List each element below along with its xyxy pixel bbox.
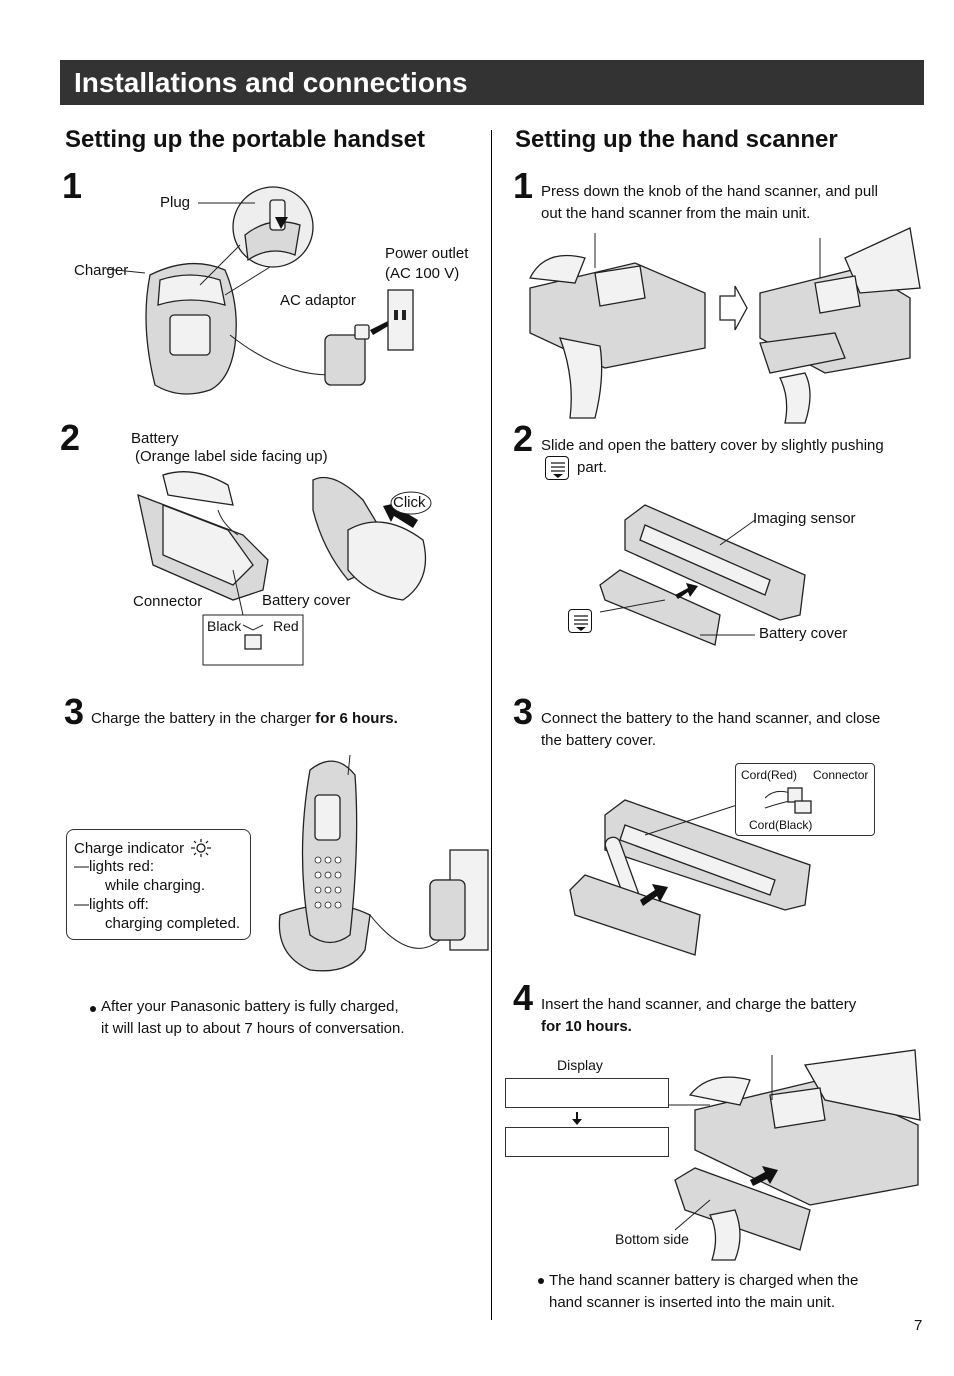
- ac-adaptor-label: AC adaptor: [280, 292, 356, 309]
- column-divider: [491, 130, 492, 1320]
- right-note-line1: The hand scanner battery is charged when…: [549, 1272, 859, 1289]
- battery-install-illustration: [137, 471, 432, 666]
- right-step4-line2: for 10 hours.: [541, 1018, 632, 1035]
- right-step2-number: 2: [513, 418, 534, 459]
- display-box-before: [505, 1078, 669, 1108]
- plug-label: Plug: [160, 194, 191, 211]
- section-banner: Installations and connections: [60, 60, 924, 105]
- bullet-dot: [90, 1006, 96, 1012]
- left-step2-number: 2: [60, 417, 81, 458]
- battery-cover-label-right: Battery cover: [759, 625, 848, 642]
- connector-detail-box: [735, 763, 875, 836]
- indicator-line1: —lights red:: [74, 858, 155, 875]
- left-step1-number: 1: [62, 165, 83, 206]
- display-box-after: [505, 1127, 669, 1157]
- right-step4-line1: Insert the hand scanner, and charge the …: [541, 996, 857, 1013]
- charger-label: Charger: [74, 262, 129, 279]
- indicator-line2: while charging.: [105, 877, 206, 894]
- push-mark-icon-diagram: [568, 609, 592, 633]
- left-step3-text: Charge the battery in the charger for 6 …: [91, 708, 398, 730]
- section-title: Installations and connections: [74, 67, 468, 98]
- right-note-line2: hand scanner is inserted into the main u…: [549, 1294, 836, 1311]
- charger-illustration: [105, 186, 414, 395]
- page-number: 7: [914, 1317, 923, 1334]
- cord-red-label: Cord(Red): [741, 768, 798, 782]
- right-step4-number: 4: [513, 977, 534, 1018]
- bullet-dot-right: [538, 1278, 544, 1284]
- charge-indicator-box: [66, 829, 251, 940]
- indicator-line4: charging completed.: [105, 915, 241, 932]
- push-mark-icon: [545, 456, 569, 480]
- right-step3-line1: Connect the battery to the hand scanner,…: [541, 710, 881, 727]
- fax-insert-illustration: [669, 1049, 921, 1261]
- right-step3-line2: the battery cover.: [541, 732, 657, 749]
- connector-detail-illustration: [764, 787, 812, 814]
- connector-label: Connector: [133, 593, 203, 610]
- click-label: Click: [393, 494, 426, 511]
- handset-in-charger-illustration: [278, 754, 489, 972]
- left-note-line1: After your Panasonic battery is fully ch…: [101, 998, 399, 1015]
- left-note-line2: it will last up to about 7 hours of conv…: [101, 1020, 405, 1037]
- right-step2-line1: Slide and open the battery cover by slig…: [541, 437, 884, 454]
- black-wire-label: Black: [207, 618, 242, 634]
- down-arrow-icon: [571, 1112, 583, 1126]
- battery-note-label: (Orange label side facing up): [135, 448, 328, 465]
- right-step1-line2: out the hand scanner from the main unit.: [541, 205, 811, 222]
- charge-indicator-title-text: Charge indicator: [74, 840, 185, 857]
- battery-cover-label: Battery cover: [262, 592, 351, 609]
- connector-label-right: Connector: [813, 768, 869, 782]
- cord-black-label: Cord(Black): [749, 818, 813, 832]
- fax-unload-illustration: [529, 227, 921, 424]
- indicator-line3: —lights off:: [74, 896, 149, 913]
- red-wire-label: Red: [273, 618, 299, 634]
- right-step3-number: 3: [513, 691, 534, 732]
- right-step2-line2: part.: [577, 459, 608, 476]
- battery-cover-open-illustration: [599, 504, 806, 646]
- bottom-side-label: Bottom side: [615, 1231, 689, 1247]
- light-indicator-icon: [188, 839, 212, 857]
- left-heading: Setting up the portable handset: [65, 126, 426, 153]
- power-outlet-label: Power outlet: [385, 245, 469, 262]
- display-label: Display: [557, 1057, 603, 1073]
- imaging-sensor-label: Imaging sensor: [753, 510, 856, 527]
- right-step1-number: 1: [513, 165, 534, 206]
- right-heading: Setting up the hand scanner: [515, 126, 838, 153]
- charge-indicator-title: Charge indicator: [74, 837, 212, 860]
- left-step3-text-bold: for 6 hours.: [315, 710, 398, 727]
- power-outlet-voltage-label: (AC 100 V): [385, 265, 460, 282]
- right-step1-line1: Press down the knob of the hand scanner,…: [541, 183, 878, 200]
- battery-connect-illustration: [569, 799, 811, 956]
- left-step3-text-normal: Charge the battery in the charger: [91, 710, 316, 727]
- battery-label: Battery: [131, 430, 179, 447]
- left-step3-number: 3: [64, 691, 85, 732]
